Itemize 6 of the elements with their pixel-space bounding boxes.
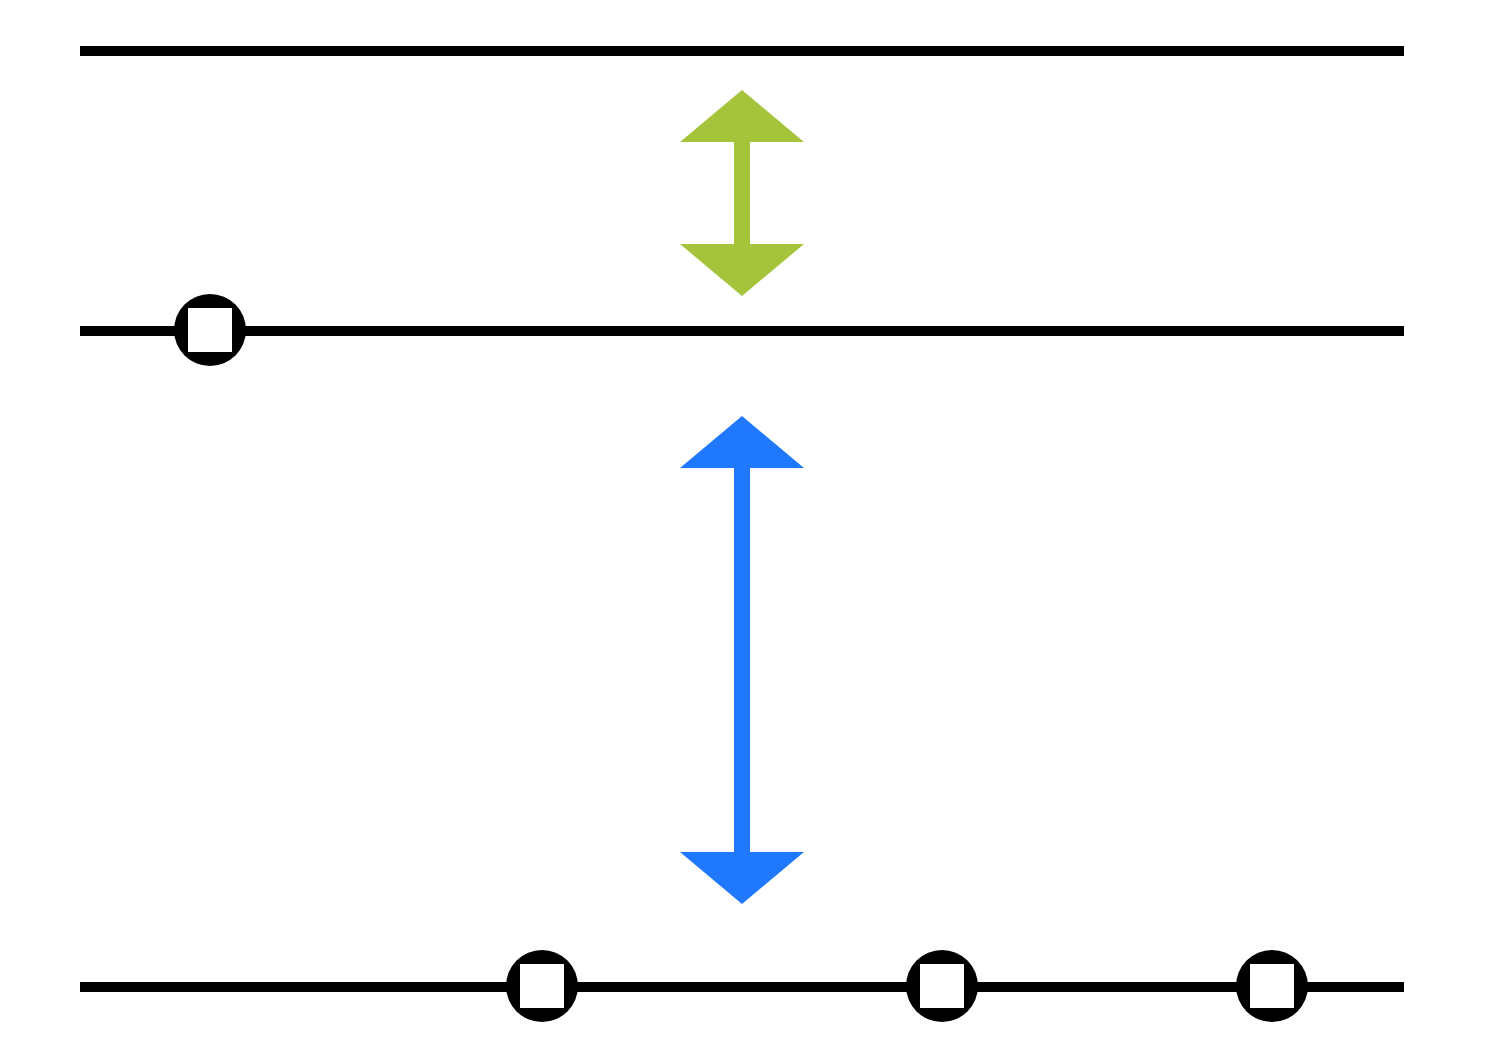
- marker-icon: [174, 294, 246, 366]
- marker-icon: [906, 950, 978, 1022]
- marker-icon: [1236, 950, 1308, 1022]
- marker-icon: [506, 950, 578, 1022]
- double-arrow: [680, 90, 804, 296]
- double-arrow: [680, 416, 804, 904]
